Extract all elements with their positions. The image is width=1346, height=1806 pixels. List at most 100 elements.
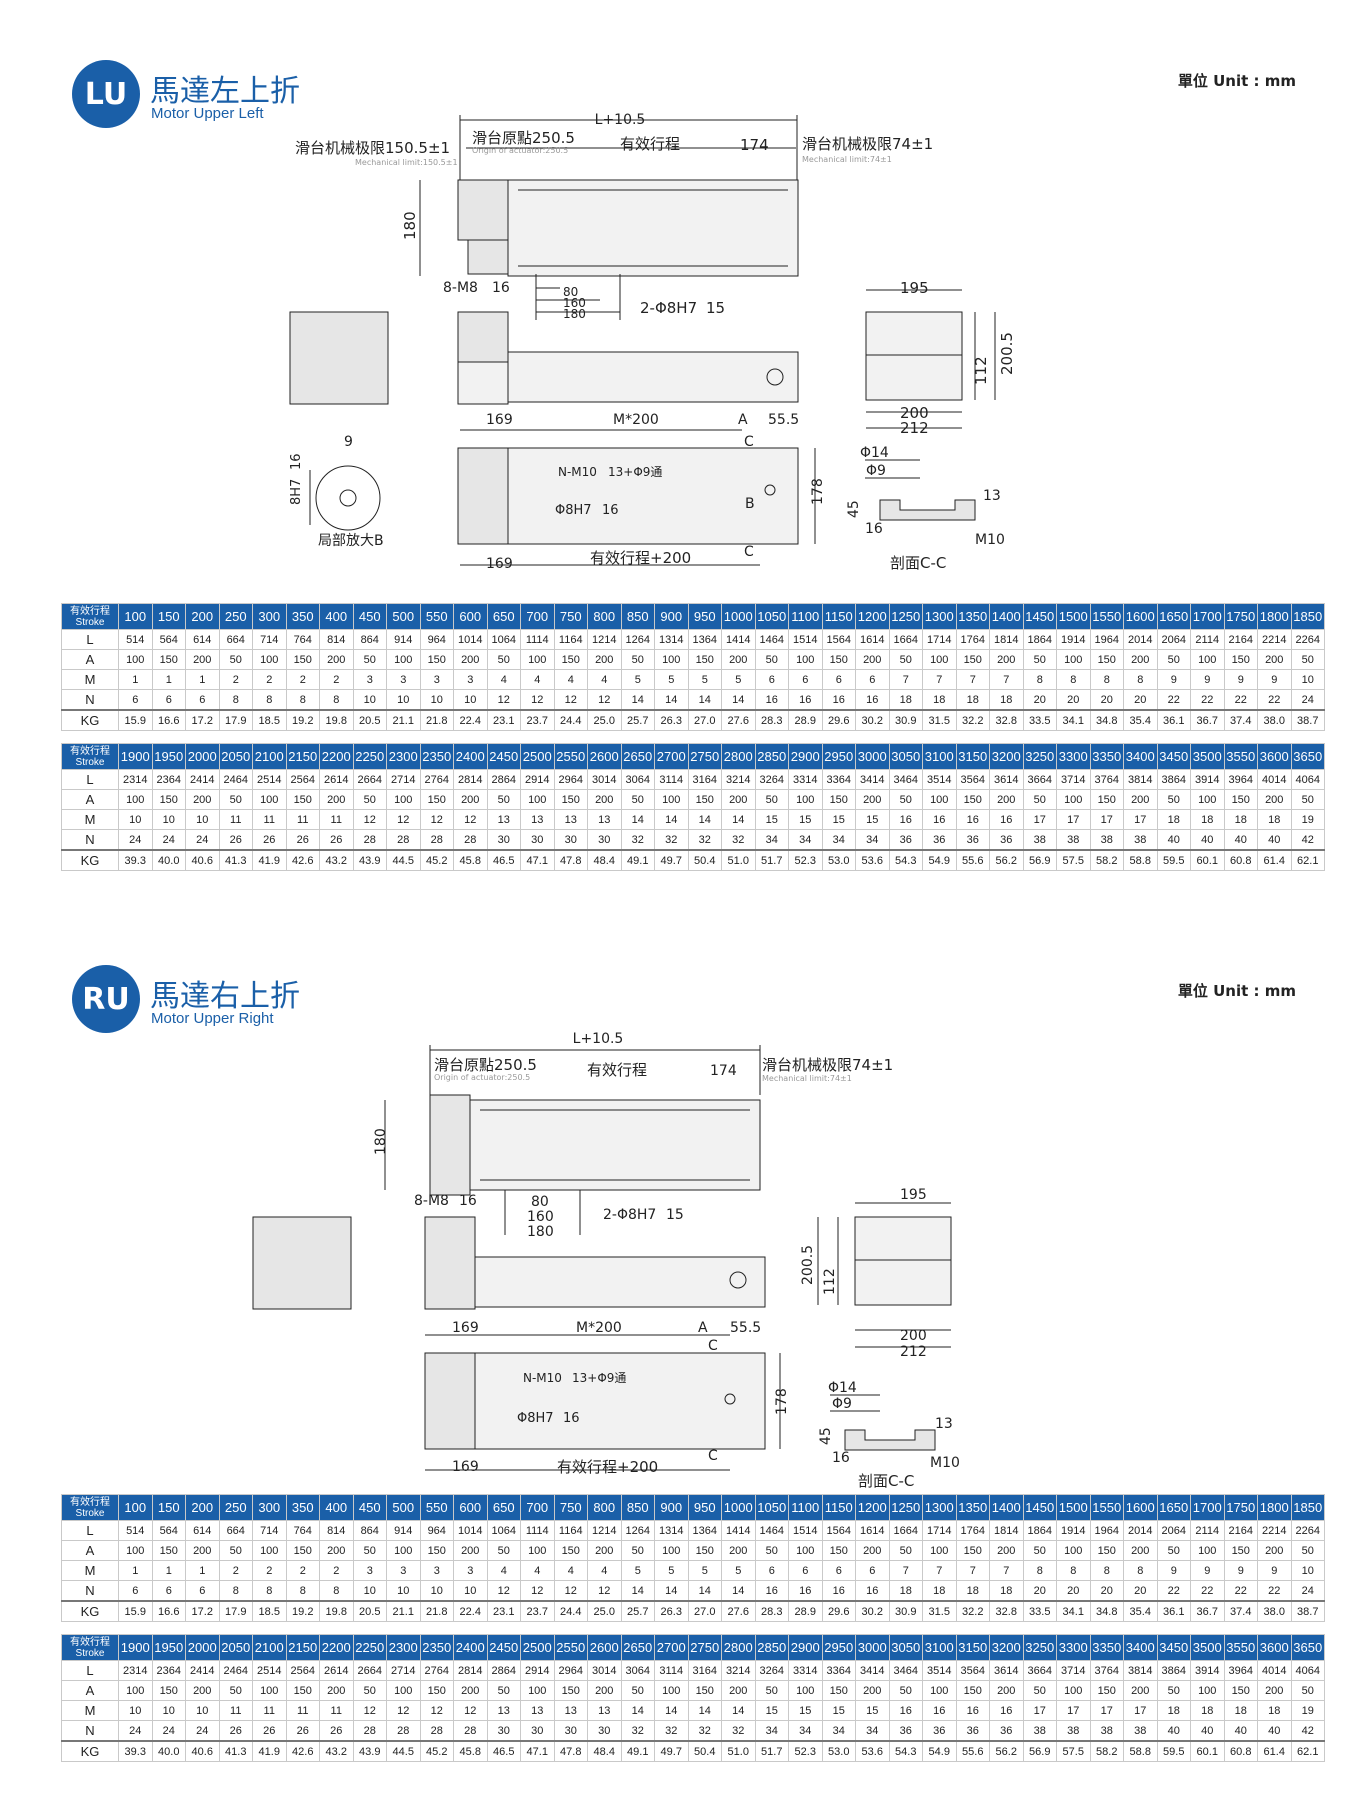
table-cell: 49.1: [620, 1740, 655, 1762]
svg-text:Φ14: Φ14: [860, 445, 889, 461]
table-cell: 15: [855, 809, 890, 830]
table-cell: 100: [788, 789, 823, 810]
table-cell: 2: [252, 669, 287, 690]
svg-text:178: 178: [774, 1388, 790, 1415]
table-cell: 6: [788, 669, 823, 690]
stroke-value: 400: [319, 1494, 354, 1521]
table-cell: 4014: [1257, 1660, 1292, 1681]
table-cell: 57.5: [1056, 1740, 1091, 1762]
table-cell: 30.9: [888, 1600, 923, 1622]
table-cell: 4064: [1290, 769, 1325, 790]
table-cell: 30: [486, 1720, 521, 1742]
table-cell: 30: [520, 1720, 555, 1742]
stroke-value: 2100: [252, 743, 287, 770]
table-cell: 8: [319, 1580, 354, 1602]
stroke-value: 1900: [118, 1634, 153, 1661]
table-cell: 15: [788, 1700, 823, 1721]
lu-end-view: [865, 311, 963, 401]
table-cell: 200: [989, 1540, 1024, 1561]
stroke-value: 2850: [754, 1634, 789, 1661]
stroke-value: 3250: [1022, 1634, 1057, 1661]
stroke-value: 3050: [888, 743, 923, 770]
table-cell: 150: [151, 1540, 186, 1561]
table-cell: 37.4: [1223, 1600, 1258, 1622]
table-cell: 3: [352, 669, 387, 690]
stroke-value: 1600: [1123, 603, 1158, 630]
table-cell: 58.2: [1089, 1740, 1124, 1762]
stroke-value: 2700: [654, 1634, 689, 1661]
table-cell: 200: [319, 1540, 354, 1561]
table-cell: 2814: [453, 769, 488, 790]
table-cell: 36: [955, 1720, 990, 1742]
table-cell: 36.7: [1190, 709, 1225, 731]
table-cell: 24: [185, 1720, 220, 1742]
stroke-value: 1550: [1089, 1494, 1124, 1521]
table-cell: 10: [1290, 1560, 1325, 1581]
table-cell: 200: [587, 1680, 622, 1701]
table-cell: 2664: [352, 769, 387, 790]
svg-text:Mechanical limit:74±1: Mechanical limit:74±1: [802, 155, 892, 164]
row-label: M: [61, 1700, 119, 1721]
table-cell: 19.8: [319, 1600, 354, 1622]
table-cell: 9: [1156, 669, 1191, 690]
table-cell: 13: [553, 809, 588, 830]
row-label: N: [61, 689, 119, 711]
table-cell: 2264: [1290, 629, 1325, 650]
table-cell: 11: [252, 1700, 287, 1721]
table-cell: 7: [989, 669, 1024, 690]
table-cell: 1514: [788, 1520, 823, 1541]
table-cell: 48.4: [587, 1740, 622, 1762]
table-cell: 34.1: [1056, 1600, 1091, 1622]
table-cell: 10: [419, 689, 454, 711]
table-cell: 1514: [788, 629, 823, 650]
table-cell: 200: [319, 789, 354, 810]
table-cell: 3064: [620, 769, 655, 790]
ru-end-view: [854, 1216, 952, 1306]
table-cell: 6: [754, 669, 789, 690]
table-cell: 40: [1190, 1720, 1225, 1742]
ru-badge: RU: [72, 965, 140, 1033]
table-cell: 34: [855, 829, 890, 851]
table-cell: 26: [252, 829, 287, 851]
table-cell: 45.8: [453, 849, 488, 871]
svg-text:N-M10: N-M10: [558, 465, 597, 479]
table-cell: 38: [1089, 829, 1124, 851]
table-cell: 34: [754, 1720, 789, 1742]
table-cell: 14: [721, 1580, 756, 1602]
svg-text:13+Φ9通: 13+Φ9通: [608, 465, 662, 479]
svg-text:有效行程+200: 有效行程+200: [590, 549, 691, 567]
table-cell: 27.0: [687, 1600, 722, 1622]
table-cell: 25.0: [587, 1600, 622, 1622]
table-cell: 38: [1022, 829, 1057, 851]
table-cell: 26: [319, 1720, 354, 1742]
svg-text:112: 112: [822, 1268, 838, 1295]
ru-drawing: L+10.5 滑台原點250.5 Origin of actuator:250.…: [252, 1031, 960, 1490]
lu-detail-b-circle: [315, 465, 381, 531]
table-cell: 50.4: [687, 849, 722, 871]
stroke-value: 1650: [1156, 603, 1191, 630]
table-cell: 38: [1089, 1720, 1124, 1742]
stroke-value: 1750: [1223, 603, 1258, 630]
table-cell: 8: [218, 689, 253, 711]
table-cell: 19.8: [319, 709, 354, 731]
table-cell: 100: [922, 1540, 957, 1561]
table-cell: 16: [922, 1700, 957, 1721]
svg-text:Φ9: Φ9: [832, 1396, 852, 1412]
table-cell: 34: [788, 829, 823, 851]
table-cell: 18: [989, 689, 1024, 711]
table-cell: 564: [151, 1520, 186, 1541]
table-cell: 47.1: [520, 1740, 555, 1762]
table-cell: 50: [754, 649, 789, 670]
stroke-value: 950: [687, 1494, 722, 1521]
table-cell: 150: [1089, 649, 1124, 670]
table-cell: 100: [118, 1540, 153, 1561]
table-cell: 1: [151, 669, 186, 690]
table-cell: 150: [1089, 789, 1124, 810]
table-cell: 58.8: [1123, 1740, 1158, 1762]
table-cell: 200: [855, 1540, 890, 1561]
stroke-value: 3300: [1056, 743, 1091, 770]
